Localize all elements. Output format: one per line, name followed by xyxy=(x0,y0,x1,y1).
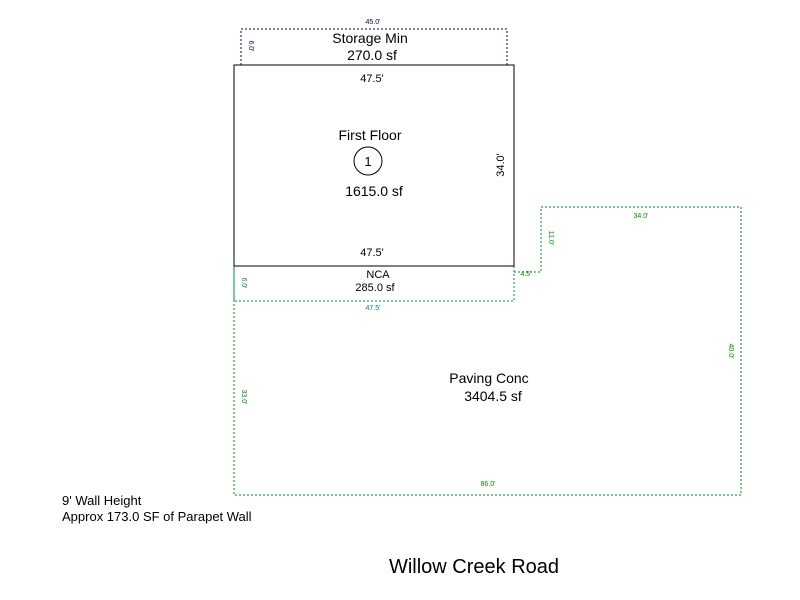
nca-label: NCA xyxy=(366,269,390,281)
floor-marker-number: 1 xyxy=(364,154,371,169)
storage-label: Storage Min xyxy=(332,30,407,46)
storage-area: 45.0' 6.0' Storage Min 270.0 sf xyxy=(240,19,508,66)
paving-dim-step-horiz: 4.5' xyxy=(520,271,531,278)
first-floor-area-value: 1615.0 sf xyxy=(345,183,403,199)
paving-dim-bottom: 86.0' xyxy=(481,481,496,488)
paving-area: 34.0' 11.0' 4.5' 40.0' 33.0' 86.0' Pavin… xyxy=(233,206,742,496)
paving-label: Paving Conc xyxy=(449,370,528,386)
paving-dim-left: 33.0' xyxy=(240,390,247,405)
storage-area-value: 270.0 sf xyxy=(347,47,397,63)
first-floor-outline xyxy=(233,64,515,267)
nca-dim-bottom: 47.5' xyxy=(366,305,381,312)
wall-height-note: 9' Wall Height xyxy=(62,493,142,508)
first-floor-dim-right: 34.0' xyxy=(495,153,507,177)
paving-dim-right: 40.0' xyxy=(727,344,734,359)
first-floor-label: First Floor xyxy=(339,127,402,143)
first-floor-dim-bottom: 47.5' xyxy=(360,247,384,259)
nca-area-value: 285.0 sf xyxy=(355,282,395,294)
storage-outline xyxy=(240,28,508,66)
notes: 9' Wall Height Approx 173.0 SF of Parape… xyxy=(62,493,252,524)
nca-area: 6.0' 47.5' NCA 285.0 sf xyxy=(233,265,515,312)
paving-area-value: 3404.5 sf xyxy=(464,388,522,404)
storage-dim-top: 45.0' xyxy=(366,19,381,26)
paving-outline xyxy=(233,206,742,496)
nca-dim-left: 6.0' xyxy=(240,277,247,288)
street-name: Willow Creek Road xyxy=(389,556,559,578)
storage-dim-left: 6.0' xyxy=(247,40,254,51)
first-floor-area: 47.5' 47.5' 34.0' First Floor 1 1615.0 s… xyxy=(233,64,515,267)
floor-marker-circle xyxy=(353,146,383,176)
paving-dim-top: 34.0' xyxy=(634,213,649,220)
paving-dim-step-vert: 11.0' xyxy=(547,231,554,245)
parapet-note: Approx 173.0 SF of Parapet Wall xyxy=(62,509,252,524)
first-floor-dim-top: 47.5' xyxy=(360,73,384,85)
